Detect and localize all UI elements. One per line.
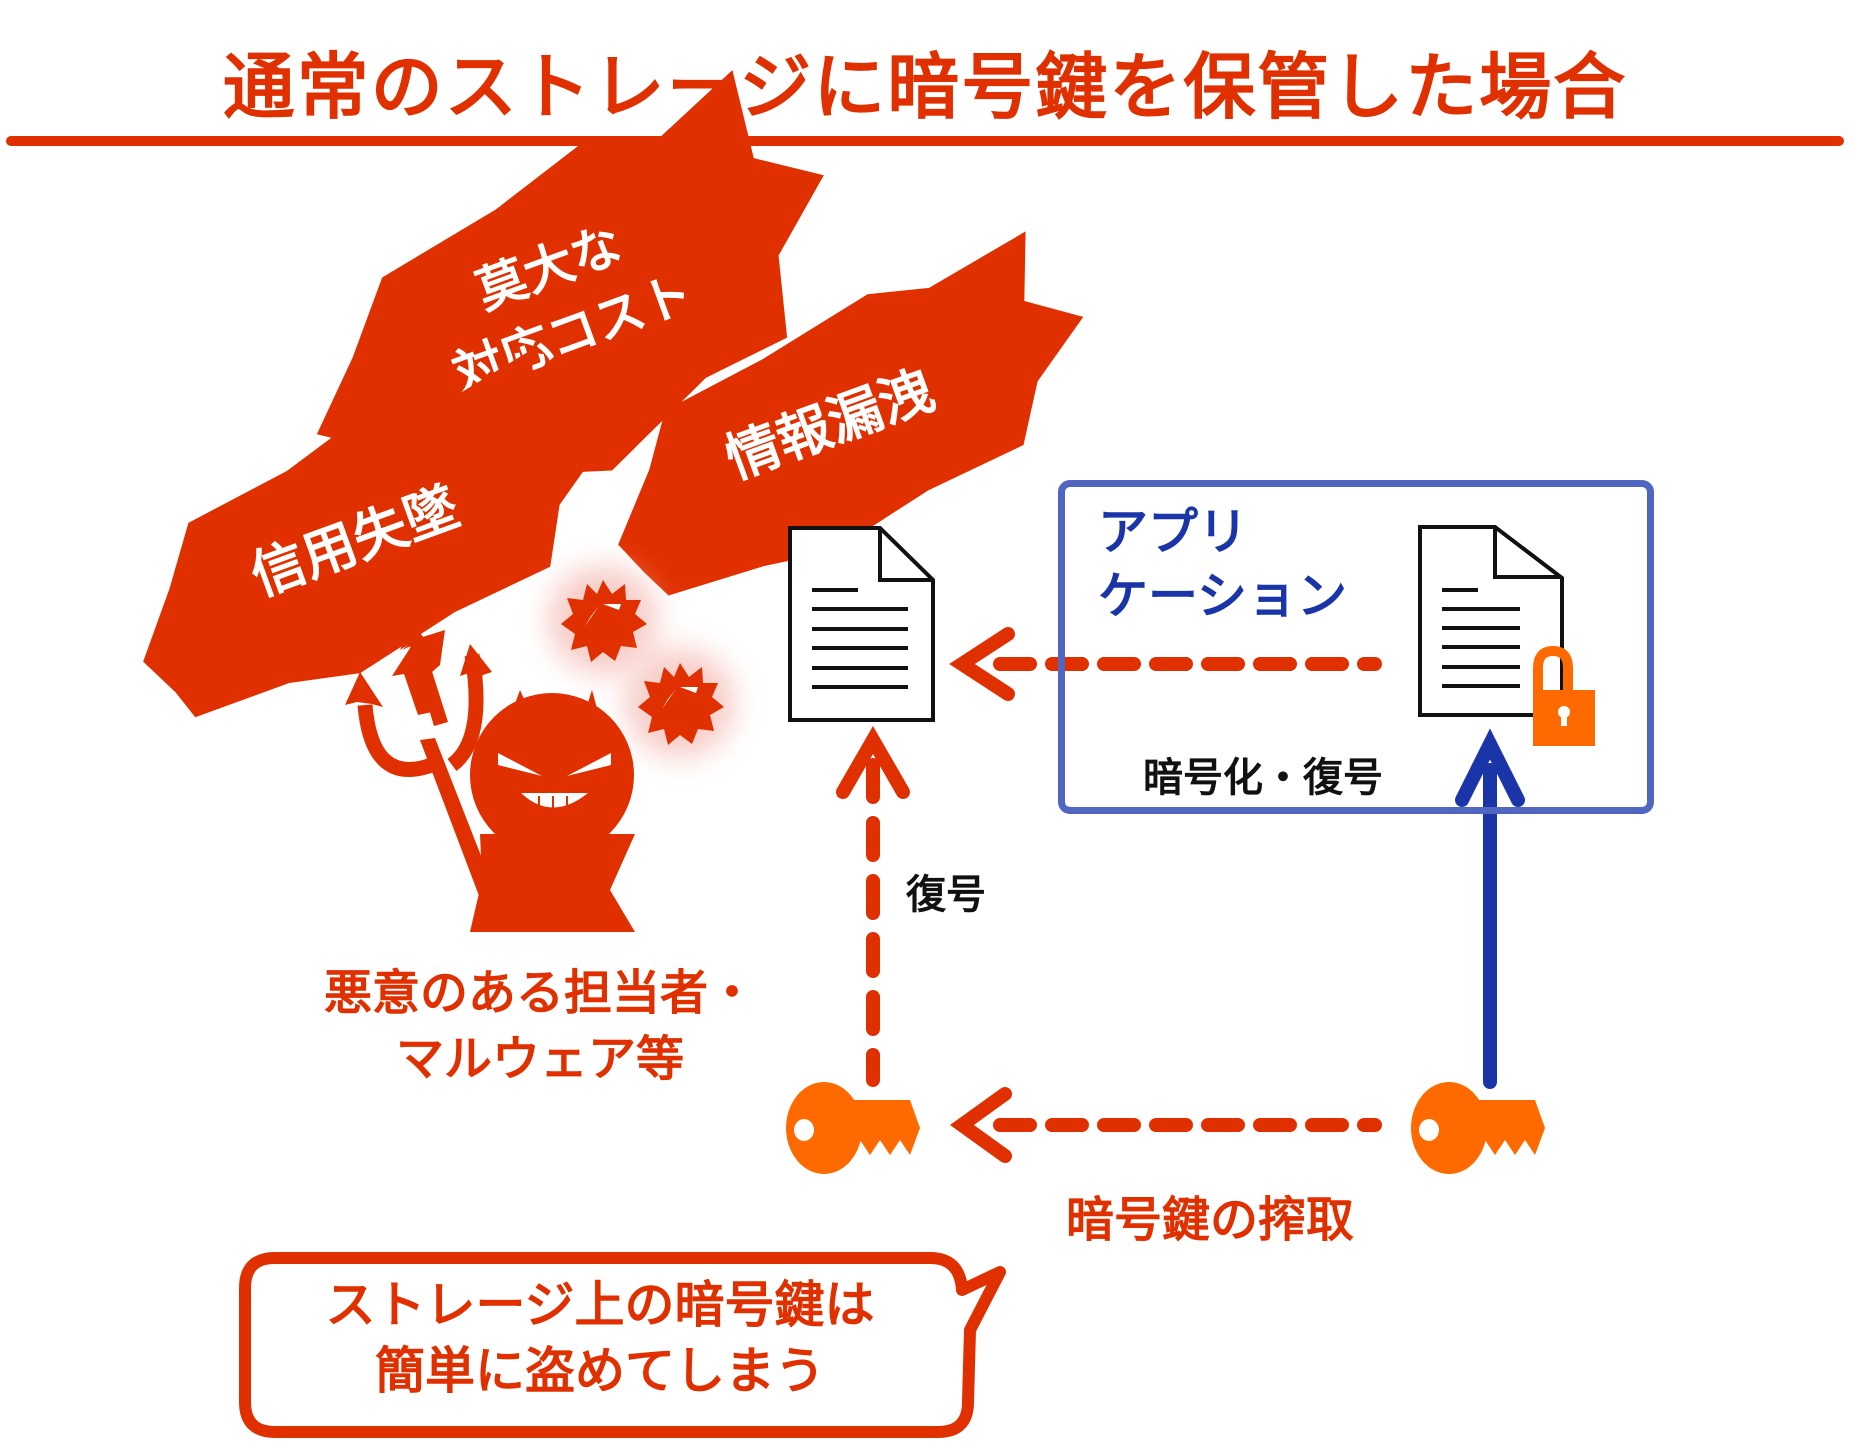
callout-text-line2: 簡単に盗めてしまう: [375, 1342, 825, 1400]
impact-burst-leak: 情報漏洩: [618, 231, 1084, 596]
key-icon: [1411, 1082, 1545, 1174]
devil-with-trident-icon: [345, 622, 635, 932]
page-title: 通常のストレージに暗号鍵を保管した場合: [222, 45, 1628, 129]
decrypt-label: 復号: [906, 872, 986, 918]
impact-burst-trust: 信用失墜: [143, 350, 606, 718]
padlock-icon: [1533, 645, 1595, 746]
attacker-label-line2: マルウェア等: [395, 1031, 684, 1087]
key-theft-label: 暗号鍵の搾取: [1065, 1192, 1354, 1248]
attacker-label-line1: 悪意のある担当者・: [323, 965, 756, 1021]
callout-text-line1: ストレージ上の暗号鍵は: [325, 1276, 875, 1334]
callout-text: ストレージ上の暗号鍵は 簡単に盗めてしまう: [250, 1272, 950, 1404]
virus-icon: [625, 648, 735, 758]
attacker-label: 悪意のある担当者・ マルウェア等: [280, 960, 800, 1092]
title-underline: [6, 136, 1844, 146]
encrypt-decrypt-label: 暗号化・復号: [1143, 755, 1383, 801]
blue-arrow-key-to-app: [1455, 728, 1525, 1089]
encrypted-document-icon: [1418, 525, 1564, 717]
virus-icon: [548, 565, 658, 675]
application-box: [1058, 480, 1654, 814]
application-label-line2: ケーション: [1098, 567, 1347, 625]
callout-bubble: [239, 1252, 1006, 1438]
dashed-arrow-key-theft: [950, 1087, 1382, 1163]
dashed-arrow-decrypt: [836, 725, 910, 1087]
key-icon: [786, 1082, 920, 1174]
document-icon: [788, 526, 935, 722]
application-label: アプリ ケーション: [1098, 500, 1347, 628]
application-label-line1: アプリ: [1098, 503, 1248, 561]
